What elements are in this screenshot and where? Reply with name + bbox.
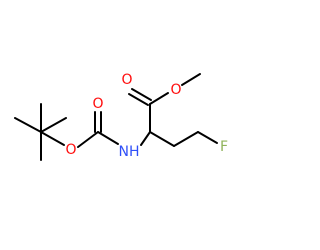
atom-label-boc-o: O	[65, 142, 76, 158]
molecule-diagram: O O O O NH F	[14, 72, 228, 161]
bond-ester-co-2	[131, 88, 152, 101]
bond-layer	[14, 73, 218, 161]
bond-ester-c-o	[149, 92, 169, 105]
bond-carbamate-c-n	[97, 131, 119, 145]
bond-tbu-methyl-left	[14, 117, 42, 133]
atom-label-ester-o: O	[170, 82, 181, 98]
bond-tbu-methyl-right	[40, 117, 67, 133]
bond-o-methyl	[181, 73, 201, 86]
bond-ester-co-1	[128, 93, 149, 106]
atom-labels: O O O O NH F	[65, 72, 228, 160]
bond-o-carbamate-c	[77, 131, 99, 148]
bond-n-alpha-c	[140, 131, 151, 146]
bond-ch2-ch2	[173, 131, 199, 147]
bond-alpha-ch2	[149, 131, 175, 147]
bond-ch2-f	[197, 131, 218, 144]
atom-label-carbonyl-o-boc: O	[92, 96, 103, 112]
atom-label-f: F	[220, 139, 228, 155]
atom-label-nh: NH	[119, 144, 140, 160]
atom-label-carbonyl-o-ester: O	[121, 72, 132, 88]
bond-tbu-o	[40, 131, 65, 146]
